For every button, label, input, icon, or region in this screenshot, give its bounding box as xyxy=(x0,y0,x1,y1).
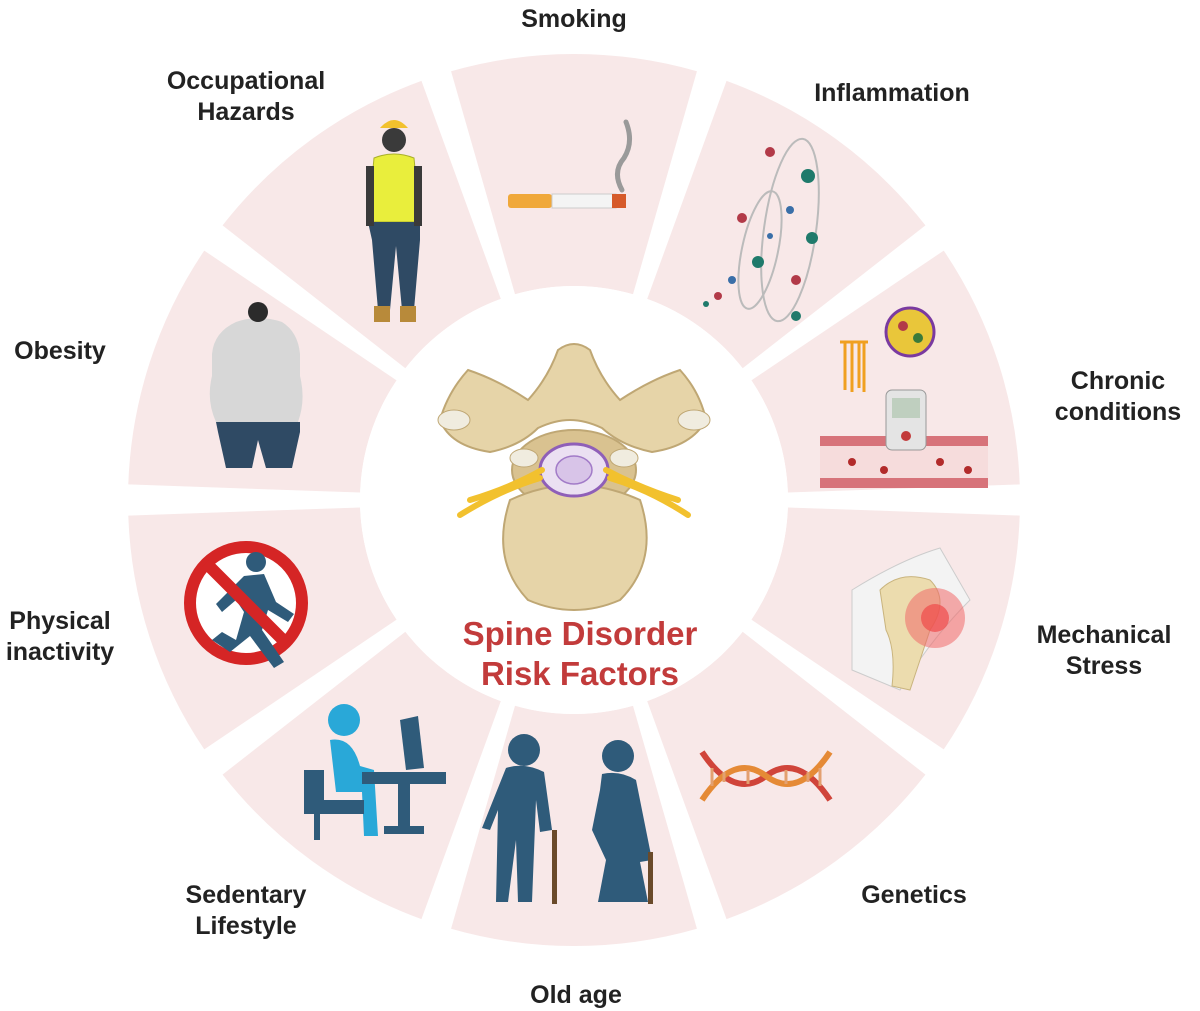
label-genetics-line: Genetics xyxy=(861,881,967,909)
vertebra-icon xyxy=(437,343,711,611)
person-at-desk-icon xyxy=(304,704,446,840)
cytokine-cascade-icon xyxy=(703,137,820,323)
segment-chronic xyxy=(751,250,1020,493)
title-line-1: Spine Disorder xyxy=(462,615,698,652)
label-smoking-line: Smoking xyxy=(521,5,627,33)
label-physical: Physical inactivity xyxy=(0,606,170,668)
glucometer-blood-vessel-icon xyxy=(820,306,988,488)
label-oldage: Old age xyxy=(466,980,686,1011)
label-physical-line: Physical xyxy=(9,607,111,635)
label-inflammation: Inflammation xyxy=(782,78,1002,109)
label-oldage-line: Old age xyxy=(530,981,622,1009)
inflamed-knee-icon xyxy=(851,547,971,691)
segment-occupational xyxy=(222,80,501,369)
label-occupational-line: Occupational xyxy=(166,67,326,95)
segment-smoking xyxy=(451,54,697,295)
label-obesity-line: Obesity xyxy=(14,337,106,365)
label-inflammation-line: Inflammation xyxy=(814,79,970,107)
center-title: Spine Disorder Risk Factors xyxy=(400,614,760,694)
obese-person-icon xyxy=(209,302,303,468)
label-chronic-line: Chronic xyxy=(1070,367,1166,395)
label-physical-line: inactivity xyxy=(5,638,115,666)
no-running-icon xyxy=(184,541,308,668)
label-mechanical-line: Stress xyxy=(1065,652,1143,680)
label-genetics: Genetics xyxy=(804,880,1024,911)
label-smoking: Smoking xyxy=(464,4,684,35)
label-chronic-line: conditions xyxy=(1054,398,1182,426)
label-mechanical-line: Mechanical xyxy=(1036,621,1172,649)
label-chronic: Chronic conditions xyxy=(1008,366,1200,428)
elderly-couple-icon xyxy=(482,734,653,904)
label-sedentary-line: Sedentary xyxy=(185,881,307,909)
cigarette-icon xyxy=(508,119,632,209)
label-obesity: Obesity xyxy=(0,336,170,367)
title-line-2: Risk Factors xyxy=(480,655,680,692)
label-occupational-line: Hazards xyxy=(197,98,295,126)
dna-helix-icon xyxy=(699,750,833,802)
construction-worker-icon xyxy=(366,120,422,322)
label-sedentary-line: Lifestyle xyxy=(195,912,297,940)
